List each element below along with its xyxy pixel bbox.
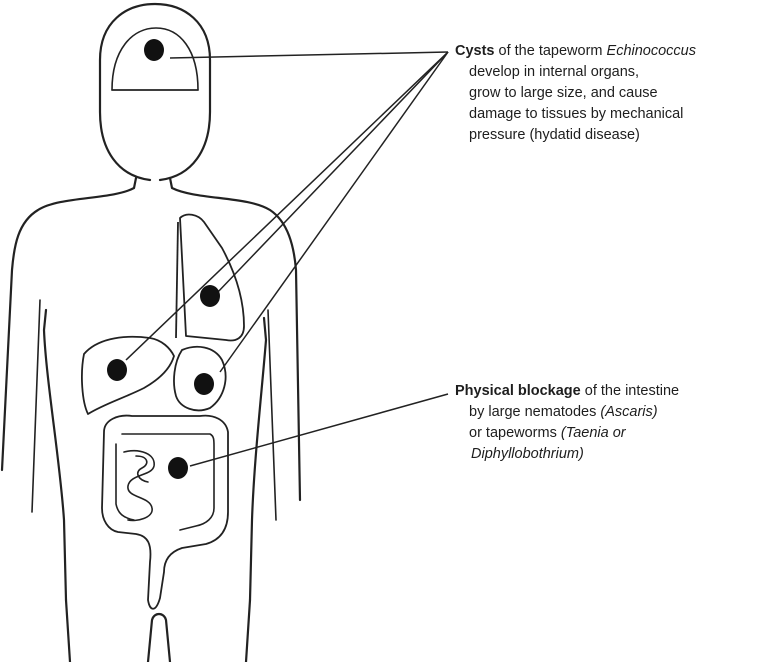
intestinal-blockage xyxy=(168,457,188,479)
leader-brain xyxy=(170,52,448,58)
cysts-callout-line-4: damage to tissues by mechanical xyxy=(455,104,755,125)
leader-liver xyxy=(126,52,448,360)
cysts-callout-line-1: Cysts of the tapeworm Echinococcus xyxy=(455,41,755,62)
cyst-stomach xyxy=(194,373,214,395)
blockage-term: Physical blockage xyxy=(455,383,581,399)
cysts-callout-line-2: develop in internal organs, xyxy=(455,62,755,83)
blockage-callout-line-1: Physical blockage of the intestine xyxy=(455,381,755,402)
taenia-name: (Taenia or xyxy=(561,425,626,441)
echinococcus-name: Echinococcus xyxy=(607,43,696,59)
cysts-line1-text: of the tapeworm xyxy=(495,43,607,59)
blockage-line1-text: of the intestine xyxy=(581,383,679,399)
blockage-callout-line-4: Diphyllobothrium) xyxy=(455,444,755,465)
cysts-callout: Cysts of the tapeworm Echinococcus devel… xyxy=(455,41,755,146)
leader-intestine xyxy=(190,394,448,466)
leader-lines xyxy=(126,52,448,466)
cyst-lung xyxy=(200,285,220,307)
cyst-liver xyxy=(107,359,127,381)
blockage-callout-line-3: or tapeworms (Taenia or xyxy=(455,423,755,444)
intestines xyxy=(102,416,228,609)
lungs xyxy=(176,215,244,341)
blockage-line3-text: or tapeworms xyxy=(469,425,561,441)
liver xyxy=(82,337,174,414)
blockage-callout: Physical blockage of the intestine by la… xyxy=(455,381,755,465)
blockage-callout-line-2: by large nematodes (Ascaris) xyxy=(455,402,755,423)
cysts-term: Cysts xyxy=(455,43,495,59)
leader-lung xyxy=(216,52,448,294)
diphyllobothrium-name: Diphyllobothrium) xyxy=(471,446,584,462)
cysts-callout-line-3: grow to large size, and cause xyxy=(455,83,755,104)
ascaris-name: (Ascaris) xyxy=(600,404,657,420)
leader-stomach xyxy=(220,52,448,372)
blockage-line2-text: by large nematodes xyxy=(469,404,600,420)
cyst-brain xyxy=(144,39,164,61)
cysts-callout-line-5: pressure (hydatid disease) xyxy=(455,125,755,146)
